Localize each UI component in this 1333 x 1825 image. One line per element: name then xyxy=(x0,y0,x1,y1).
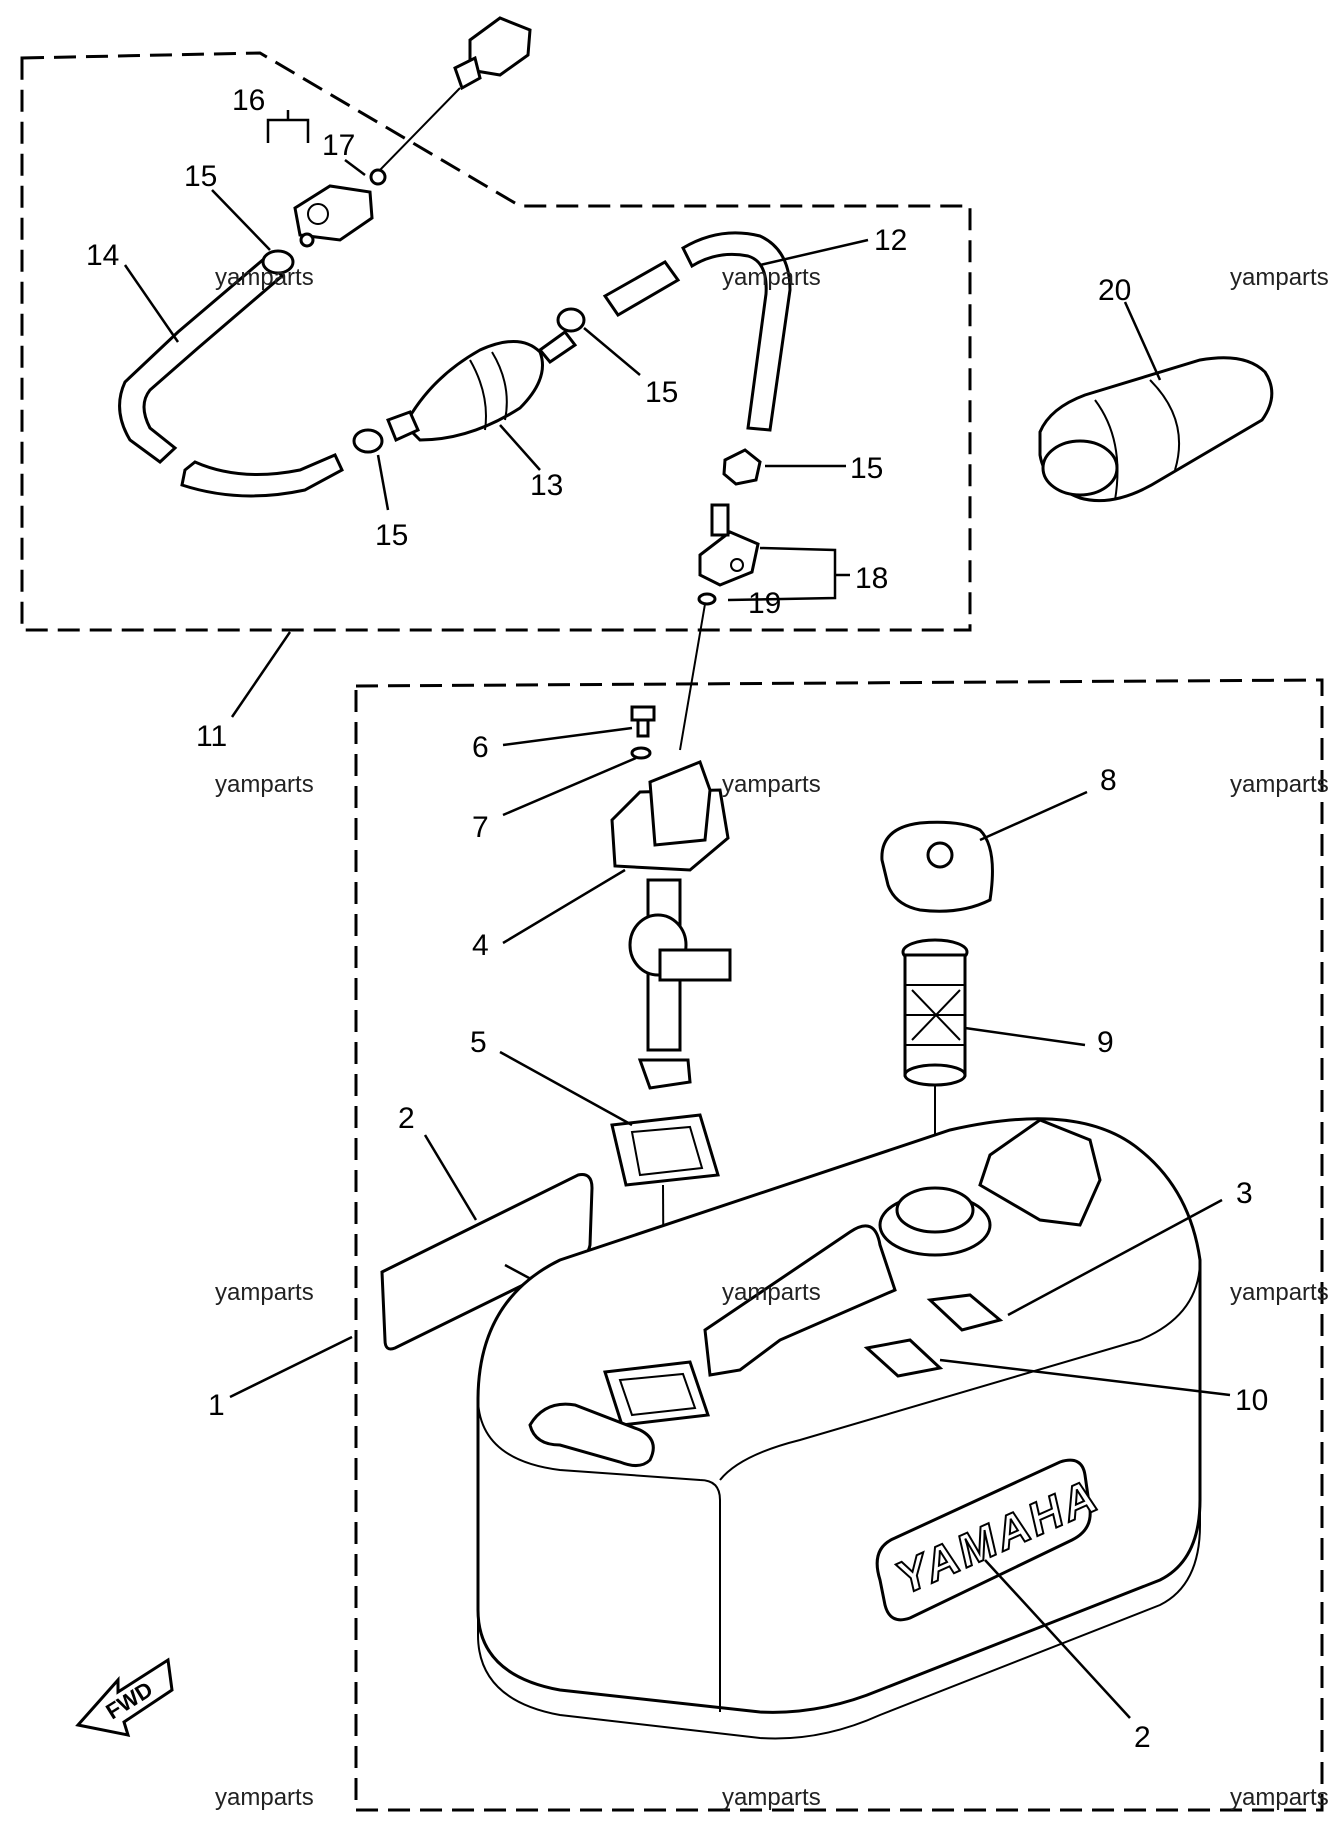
leader-1 xyxy=(229,1335,353,1399)
callout-9: 9 xyxy=(1097,1026,1114,1059)
leader-4 xyxy=(502,868,626,945)
bolt-part-6 xyxy=(630,705,656,738)
watermark: yamparts xyxy=(215,1279,314,1306)
watermark: yamparts xyxy=(1230,771,1329,798)
watermark: yamparts xyxy=(215,264,314,291)
tank-cover-part-20 xyxy=(1038,356,1274,503)
fuel-connector-part xyxy=(369,16,532,186)
clamp-part-15b xyxy=(556,307,586,333)
clamp-part-15d xyxy=(722,448,762,486)
washer-part-7 xyxy=(630,746,652,760)
hose-part-12 xyxy=(681,231,792,432)
primer-bulb-part-13 xyxy=(352,329,578,454)
joint-part-18 xyxy=(697,503,760,606)
watermark: yamparts xyxy=(722,1279,821,1306)
fuel-gauge-part-4 xyxy=(610,760,732,1090)
leader-14 xyxy=(123,264,180,343)
callout-19: 19 xyxy=(748,587,781,620)
leader-15a xyxy=(211,189,271,251)
hose-piece xyxy=(602,260,681,317)
leader-6 xyxy=(502,726,633,747)
callout-5: 5 xyxy=(470,1026,487,1059)
watermark: yamparts xyxy=(722,1784,821,1811)
sender-link-line xyxy=(679,603,706,751)
callout-12: 12 xyxy=(874,224,907,257)
callout-8: 8 xyxy=(1100,764,1117,797)
callout-2-left: 2 xyxy=(398,1102,415,1135)
callout-1: 1 xyxy=(208,1389,225,1422)
leader-13 xyxy=(499,424,541,471)
leader-8 xyxy=(979,790,1088,842)
callout-20: 20 xyxy=(1098,274,1131,307)
watermark: yamparts xyxy=(722,771,821,798)
fuel-tank-group-box xyxy=(354,678,1324,1812)
leader-7 xyxy=(502,756,637,817)
leader-15b xyxy=(583,327,641,376)
filler-cap-part-8 xyxy=(880,820,994,913)
callout-15-top: 15 xyxy=(184,160,217,193)
strainer-part-9 xyxy=(901,938,969,1087)
callout-15-bulb: 15 xyxy=(645,376,678,409)
fwd-arrow-icon xyxy=(75,1657,174,1737)
watermark: yamparts xyxy=(215,1784,314,1811)
fuel-tank-part-1 xyxy=(476,1117,1202,1740)
callout-18: 18 xyxy=(855,562,888,595)
hose-assembly-group-box xyxy=(20,51,972,632)
leader-12 xyxy=(759,238,869,267)
leader-10 xyxy=(939,1358,1231,1397)
leader-11 xyxy=(230,631,292,718)
leader-2b xyxy=(984,1559,1131,1719)
watermark: yamparts xyxy=(1230,264,1329,291)
callout-14: 14 xyxy=(86,239,119,272)
callout-17: 17 xyxy=(322,129,355,162)
leader-2a xyxy=(423,1134,478,1221)
leader-20 xyxy=(1123,301,1162,381)
leader-5 xyxy=(499,1050,633,1127)
leader-17 xyxy=(344,159,366,176)
callout-10: 10 xyxy=(1235,1384,1268,1417)
gasket-part-5 xyxy=(610,1113,720,1187)
leader-9 xyxy=(964,1026,1086,1047)
leader-16-17 xyxy=(266,118,310,143)
callout-15-right: 15 xyxy=(850,452,883,485)
callout-15-lower: 15 xyxy=(375,519,408,552)
callout-13: 13 xyxy=(530,469,563,502)
leader-3 xyxy=(1007,1198,1223,1317)
callout-4: 4 xyxy=(472,929,489,962)
hose-part-14 xyxy=(118,249,344,498)
watermark: yamparts xyxy=(1230,1784,1329,1811)
callout-16: 16 xyxy=(232,84,265,117)
callout-7: 7 xyxy=(472,811,489,844)
watermark: yamparts xyxy=(1230,1279,1329,1306)
joint-part-16 xyxy=(293,184,374,248)
callout-11: 11 xyxy=(196,720,227,753)
callout-2-bottom: 2 xyxy=(1134,1721,1151,1754)
leader-15c xyxy=(376,454,390,511)
callout-3: 3 xyxy=(1236,1177,1253,1210)
watermark: yamparts xyxy=(215,771,314,798)
callout-6: 6 xyxy=(472,731,489,764)
watermark: yamparts xyxy=(722,264,821,291)
